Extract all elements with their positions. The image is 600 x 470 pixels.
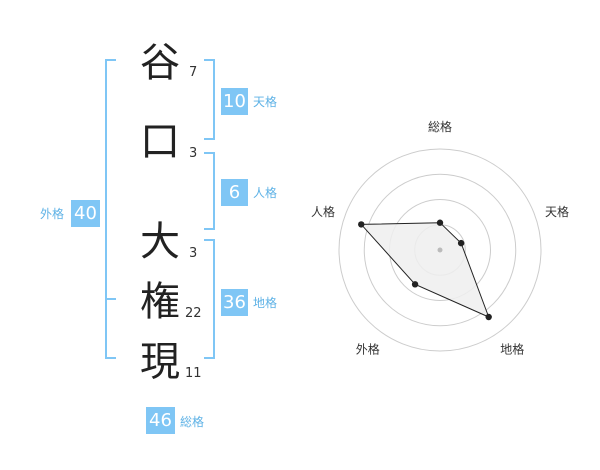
radar-point-3 bbox=[411, 281, 419, 288]
jin-bracket bbox=[204, 152, 215, 230]
radar-axis-label-4: 人格 bbox=[311, 204, 335, 219]
given-char-1: 大 bbox=[140, 219, 180, 265]
given-strokes-3: 11 bbox=[185, 366, 202, 381]
given-strokes-1: 3 bbox=[189, 246, 198, 261]
given-char-3: 現 bbox=[140, 339, 180, 385]
ten-bracket bbox=[204, 59, 215, 140]
given-char-2: 権 bbox=[140, 279, 180, 325]
sou-label: 総格 bbox=[180, 415, 205, 429]
radar-ring-3 bbox=[363, 173, 517, 327]
surname-strokes-2: 3 bbox=[189, 146, 198, 161]
surname-char-2: 口 bbox=[140, 119, 180, 165]
radar-axis-label-3: 外格 bbox=[356, 342, 380, 357]
surname-strokes-1: 7 bbox=[189, 65, 198, 80]
jin-value-badge: 6 bbox=[221, 179, 248, 206]
given-strokes-2: 22 bbox=[185, 306, 202, 321]
ten-value-badge: 10 bbox=[221, 88, 248, 115]
sou-value-badge: 46 bbox=[146, 407, 175, 434]
ten-label: 天格 bbox=[253, 95, 278, 109]
chi-value-badge: 36 bbox=[221, 289, 248, 316]
radar-point-2 bbox=[485, 313, 492, 321]
radar-point-0 bbox=[436, 219, 444, 226]
radar-point-4 bbox=[358, 221, 365, 228]
gai-bracket bbox=[105, 59, 116, 359]
radar-axis-label-1: 天格 bbox=[545, 204, 569, 219]
jin-label: 人格 bbox=[253, 186, 278, 200]
radar-ring-4 bbox=[338, 148, 542, 352]
radar-area bbox=[360, 222, 490, 318]
radar-axis-label-0: 総格 bbox=[428, 119, 452, 134]
radar-point-1 bbox=[457, 239, 465, 247]
radar-axis-label-2: 地格 bbox=[500, 342, 524, 357]
gai-value-badge: 40 bbox=[71, 200, 100, 227]
gai-label: 外格 bbox=[40, 207, 65, 221]
chi-label: 地格 bbox=[253, 296, 278, 310]
radar-center-dot bbox=[437, 247, 443, 253]
chi-bracket bbox=[204, 239, 215, 359]
surname-char-1: 谷 bbox=[140, 40, 180, 86]
